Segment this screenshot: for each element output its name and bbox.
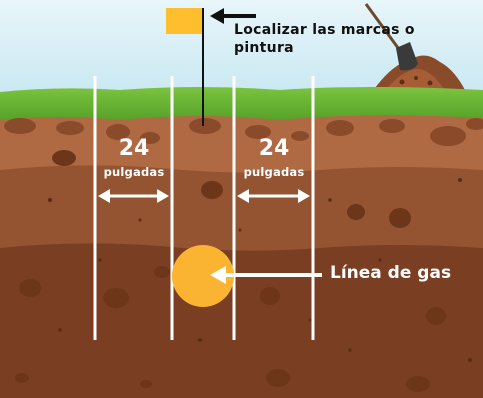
soil-layer-middle xyxy=(0,165,483,253)
soil-layer-deep xyxy=(0,243,483,398)
spacing-arrow-left xyxy=(98,189,169,203)
dirt-pile-icon xyxy=(372,55,466,92)
flag-icon xyxy=(166,8,204,126)
shovel-icon xyxy=(364,3,418,71)
spacing-left-unit: pulgadas xyxy=(103,165,165,179)
spacing-right-value: 24 xyxy=(258,136,290,161)
spacing-left-value: 24 xyxy=(118,136,150,161)
spacing-arrow-right xyxy=(237,189,310,203)
soil-rocks xyxy=(15,150,446,392)
gas-line-label: Línea de gas xyxy=(330,263,452,283)
surface-rocks xyxy=(4,118,483,146)
soil-speckles xyxy=(48,178,472,362)
tolerance-zone-lines xyxy=(93,76,315,340)
flag-label: Localizar las marcas o pintura xyxy=(234,22,415,56)
arrow-icon xyxy=(210,8,256,24)
spacing-right-unit: pulgadas xyxy=(243,165,305,179)
gas-line-pipe xyxy=(172,245,234,307)
gas-line-arrow xyxy=(210,266,322,284)
